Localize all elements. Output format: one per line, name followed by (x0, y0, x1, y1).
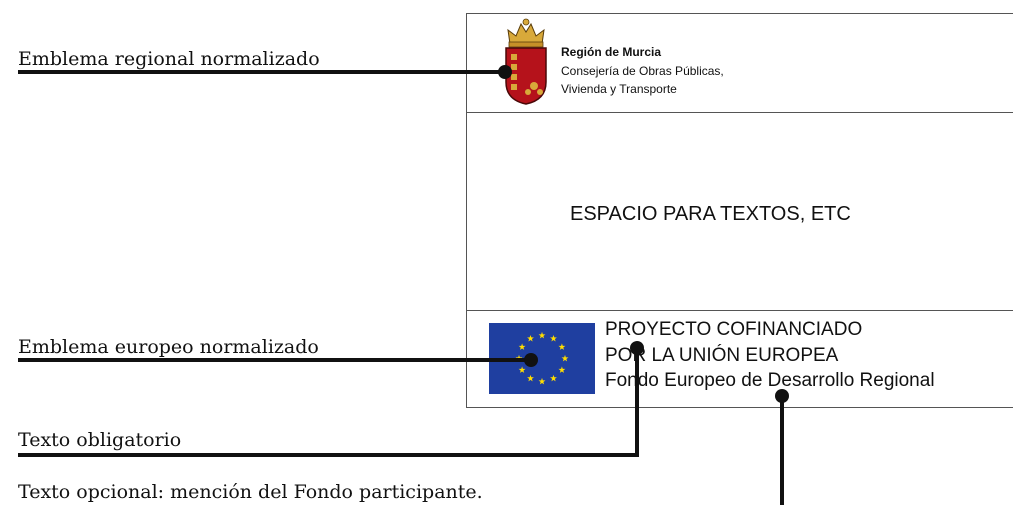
eu-star-icon (550, 334, 557, 342)
fund-name: Fondo Europeo de Desarrollo Regional (605, 370, 935, 391)
header-divider (466, 112, 1013, 113)
eu-star-icon (558, 343, 566, 350)
cofinanced-line-1: PROYECTO COFINANCIADO (605, 319, 863, 340)
department-line-1: Consejería de Obras Públicas, (561, 64, 724, 78)
text-space-placeholder: ESPACIO PARA TEXTOS, ETC (570, 203, 851, 225)
label-regional-emblem: Emblema regional normalizado (18, 48, 320, 70)
cofinanced-line-2: POR LA UNIÓN EUROPEA (605, 345, 839, 366)
region-name: Región de Murcia (561, 45, 662, 59)
eu-star-icon (518, 343, 526, 350)
murcia-coat-of-arms-icon (505, 18, 547, 105)
label-european-emblem: Emblema europeo normalizado (18, 336, 319, 358)
eu-star-icon (538, 331, 546, 339)
footer-divider (466, 310, 1013, 311)
sign-panel (466, 13, 1013, 408)
eu-star-icon (527, 334, 534, 342)
label-optional-text: Texto opcional: mención del Fondo partic… (18, 481, 483, 503)
department-line-2: Vivienda y Transporte (561, 82, 677, 96)
label-mandatory-text: Texto obligatorio (18, 429, 182, 451)
eu-flag-icon (489, 323, 595, 394)
